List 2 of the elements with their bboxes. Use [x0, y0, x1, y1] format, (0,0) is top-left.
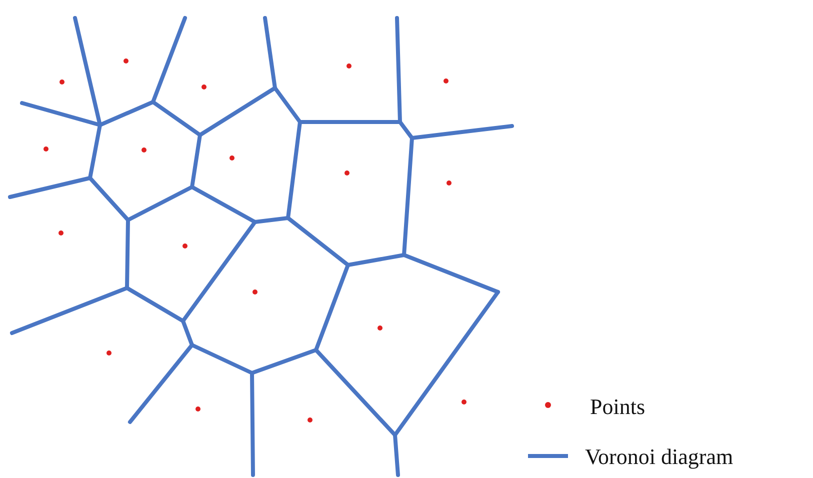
- legend-label: Points: [590, 396, 646, 418]
- legend-label: Voronoi diagram: [585, 446, 734, 468]
